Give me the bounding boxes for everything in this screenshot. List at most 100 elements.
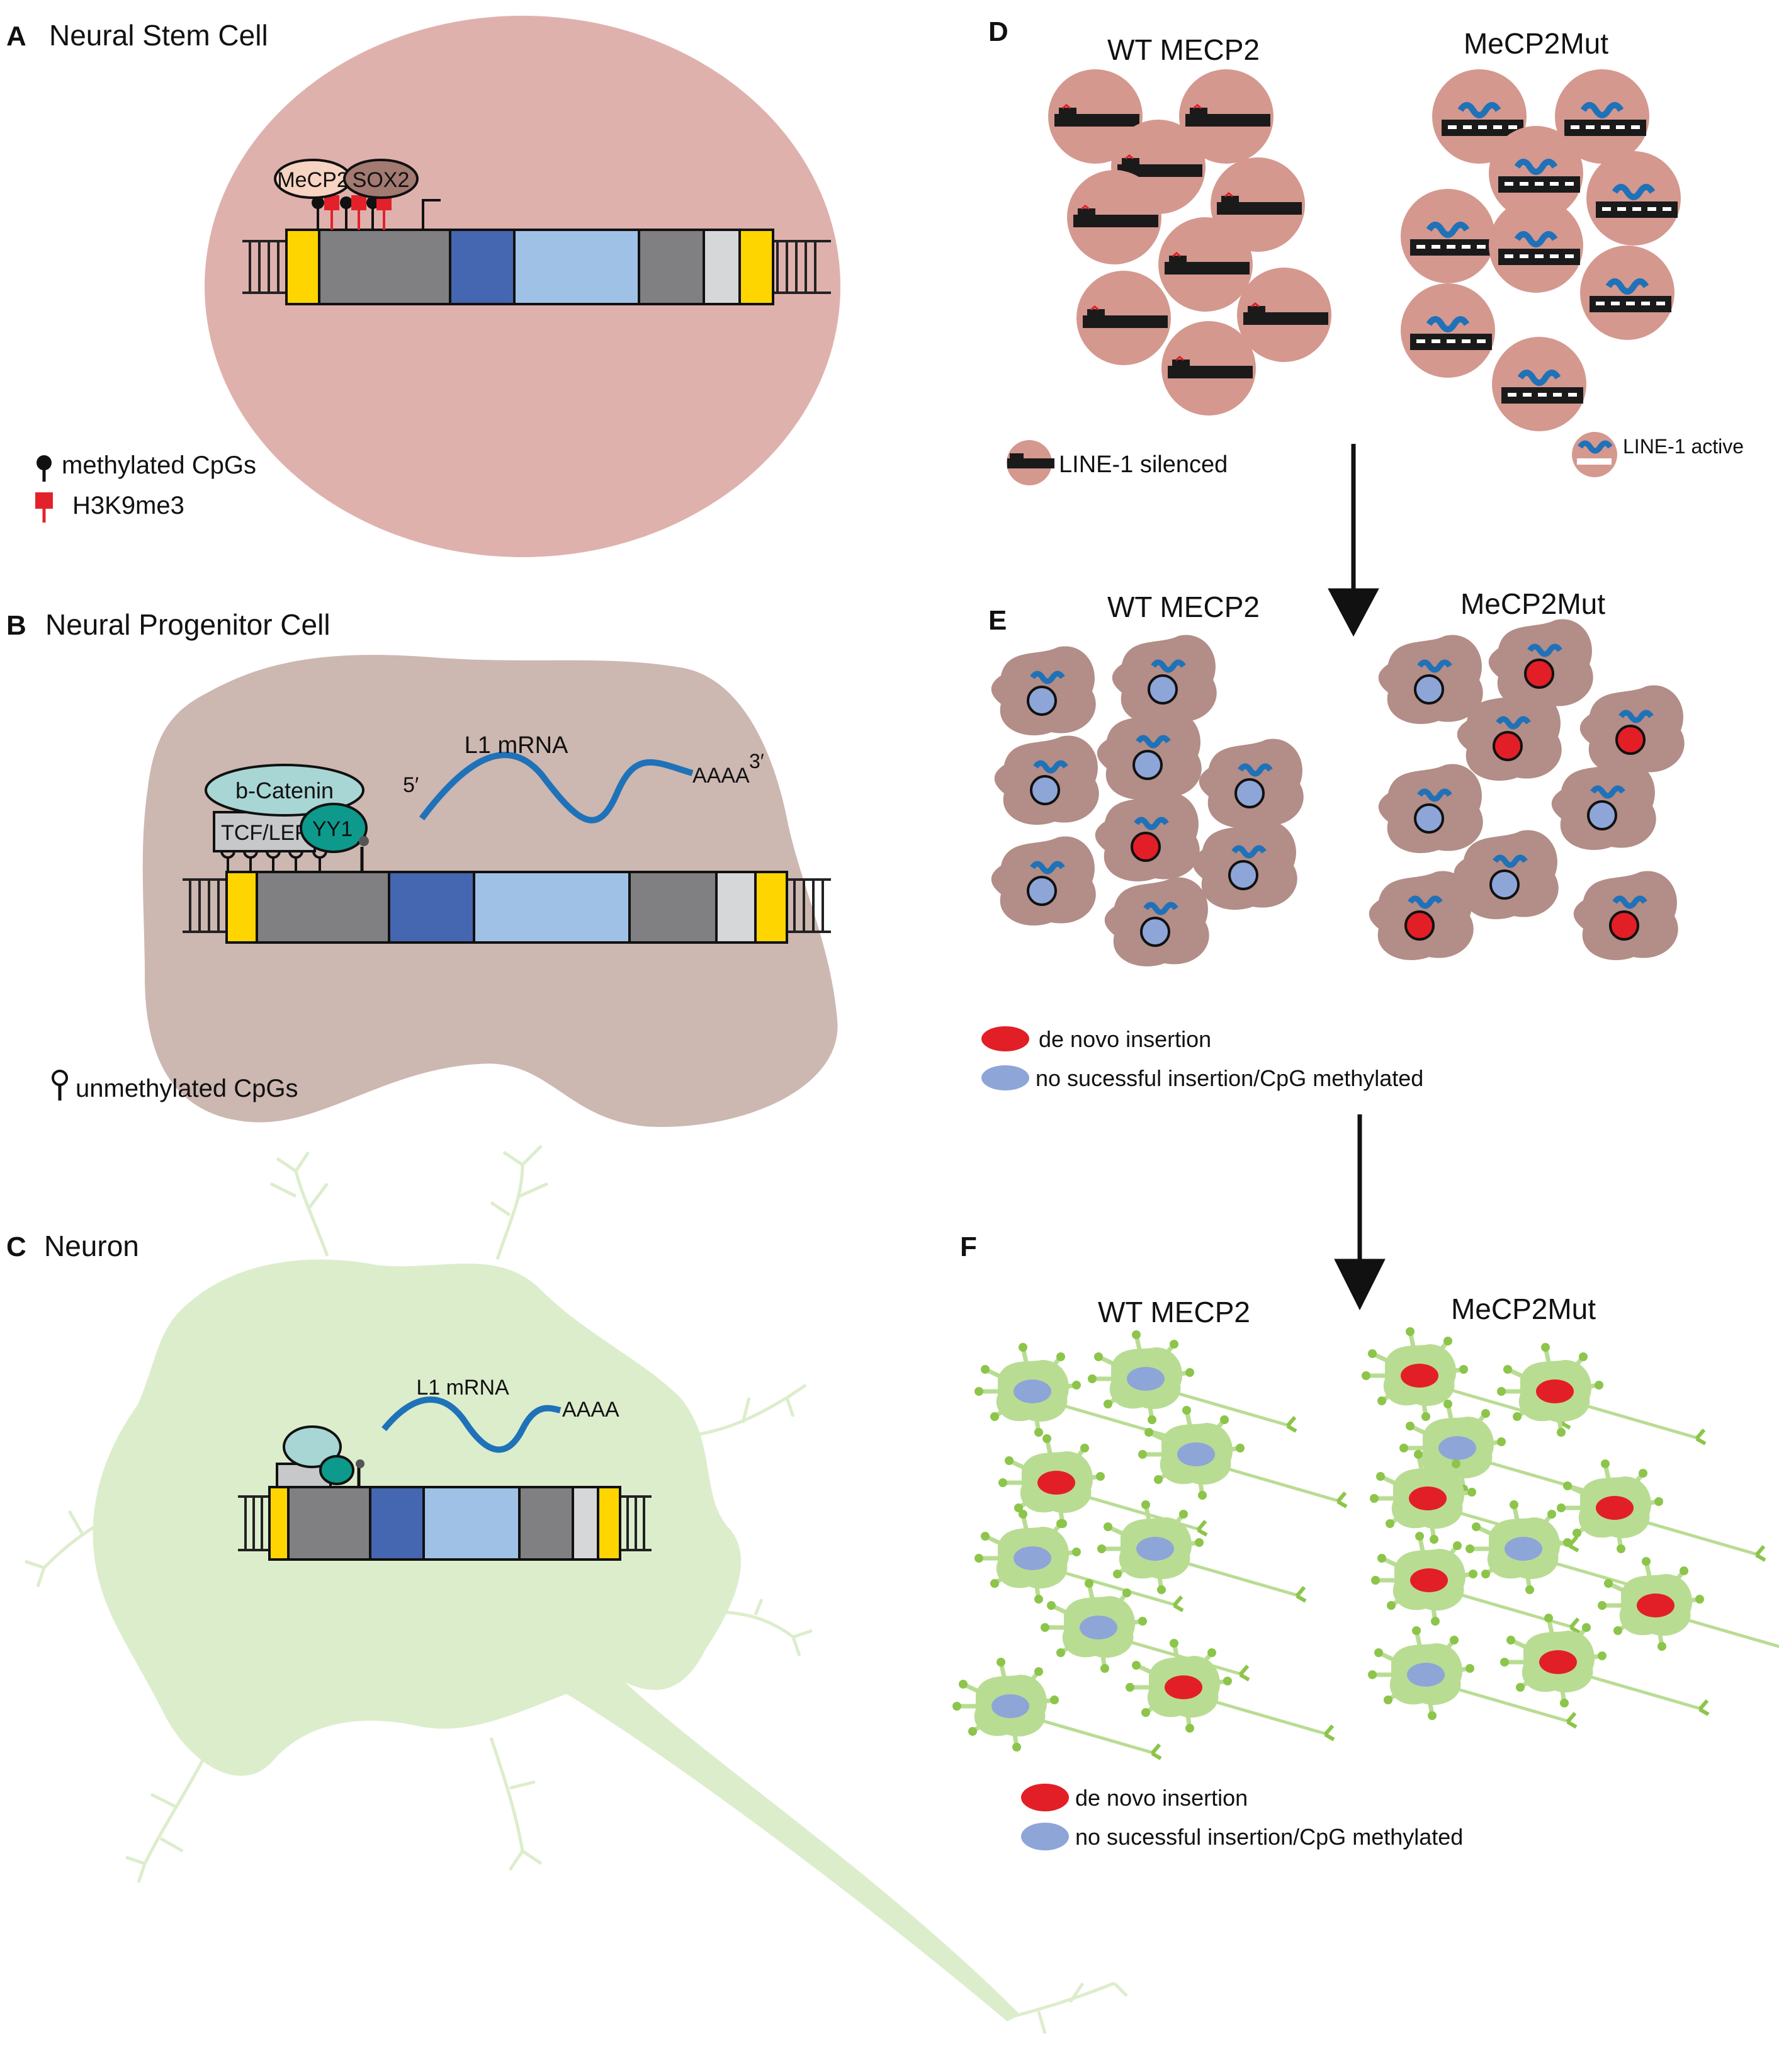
progenitor-cell-no-insertion: [1378, 764, 1483, 853]
neuron-insertion: [1598, 1557, 1779, 1651]
five-prime-label: 5′: [403, 773, 419, 797]
arrow-e-to-f-head: [1334, 1259, 1386, 1311]
silenced-nucleus: [1158, 217, 1253, 312]
silenced-nucleus: [1048, 69, 1143, 164]
active-nucleus: [1489, 126, 1583, 220]
arrow-d-to-e-head: [1328, 588, 1379, 637]
panel-d-mut-label: MeCP2Mut: [1464, 27, 1608, 60]
neuron-no-insertion: [1466, 1500, 1675, 1603]
neuron-no-insertion: [1088, 1330, 1297, 1433]
progenitor-cell-insertion: [1579, 685, 1685, 774]
panel-c-title: Neuron: [44, 1230, 139, 1262]
wt-nuclei-group: [1048, 69, 1331, 416]
panel-d-legend: LINE-1 silenced LINE-1 active: [1007, 432, 1744, 485]
panel-f-letter: F: [960, 1231, 977, 1262]
progenitor-cell-no-insertion: [1551, 761, 1656, 850]
panel-b-title: Neural Progenitor Cell: [45, 608, 330, 641]
tcf-lef-label: TCF/LEF: [221, 821, 308, 845]
neuron-insertion: [1497, 1343, 1707, 1446]
neuron-no-insertion: [1041, 1579, 1250, 1682]
neuron-no-insertion: [974, 1510, 1184, 1612]
neuron-insertion: [1371, 1532, 1581, 1634]
yy1-label: YY1: [312, 817, 353, 841]
three-prime-label: 3′: [749, 750, 764, 773]
neuron-no-insertion: [1097, 1500, 1307, 1603]
l1-mrna-label: L1 mRNA: [465, 732, 568, 759]
progenitor-cell-no-insertion: [994, 735, 1099, 825]
panel-a-title: Neural Stem Cell: [49, 19, 268, 52]
l1-mrna-label-neuron: L1 mRNA: [416, 1376, 509, 1400]
panel-b-letter: B: [6, 610, 26, 641]
sox2-label: SOX2: [353, 168, 410, 192]
panel-d-wt-label: WT MECP2: [1107, 33, 1260, 66]
legend-unmethylated-cpgs: unmethylated CpGs: [76, 1075, 298, 1102]
panel-d-letter: D: [988, 16, 1008, 47]
active-nucleus: [1492, 337, 1586, 431]
panel-e-letter: E: [988, 605, 1007, 636]
neuron-no-insertion: [1138, 1406, 1348, 1509]
panel-e: E WT MECP2 MeCP2Mut de novo insertion no…: [981, 587, 1685, 1091]
progenitor-cell-insertion: [1369, 871, 1474, 960]
yy1-protein: [300, 803, 368, 853]
no-insertion-icon-f: [1021, 1823, 1069, 1850]
progenitor-cell-no-insertion: [1199, 739, 1304, 828]
flow-arrows: [1328, 444, 1386, 1311]
progenitor-cell-no-insertion: [1378, 635, 1483, 724]
sox2-protein: [343, 159, 419, 199]
panel-f-legend: de novo insertion no sucessful insertion…: [1021, 1784, 1463, 1850]
panel-f-mut-label: MeCP2Mut: [1451, 1293, 1596, 1325]
legend-line1-silenced: LINE-1 silenced: [1059, 451, 1228, 478]
silenced-nucleus: [1237, 268, 1331, 362]
active-nucleus: [1489, 198, 1583, 293]
progenitor-cell-insertion: [1488, 619, 1593, 708]
l1-mrna-wave: [419, 752, 694, 824]
yy1-site-icon: [359, 836, 369, 846]
active-nucleus: [1401, 283, 1495, 378]
aaaa-label-c: AAAA: [562, 1398, 619, 1422]
panel-f-wt-label: WT MECP2: [1098, 1296, 1250, 1328]
progenitor-cell-no-insertion: [1097, 710, 1202, 800]
progenitor-cell-no-insertion: [991, 646, 1096, 735]
panel-e-mut-label: MeCP2Mut: [1460, 587, 1605, 620]
active-nucleus: [1401, 189, 1495, 283]
neuron-no-insertion: [1368, 1626, 1578, 1729]
line1-element-a: MeCP2 SOX2: [242, 159, 831, 305]
panel-d: D WT MECP2 MeCP2Mut LINE-1 silenced LINE…: [988, 16, 1744, 485]
progenitor-cell-insertion: [1095, 792, 1200, 881]
neuron-no-insertion: [974, 1343, 1184, 1446]
panel-a-letter: A: [6, 21, 26, 52]
neuron-insertion: [1370, 1450, 1579, 1553]
b-catenin-label: b-Catenin: [235, 778, 334, 803]
panel-a-legend: methylated CpGs H3K9me3: [35, 451, 256, 523]
progenitor-cell-no-insertion: [991, 836, 1096, 926]
active-rna-icon: [1578, 440, 1613, 454]
silenced-nucleus: [1179, 69, 1274, 164]
silenced-nucleus: [1067, 170, 1161, 264]
progenitor-cell-no-insertion: [1104, 877, 1209, 966]
legend-de-novo-f: de novo insertion: [1075, 1785, 1248, 1811]
progenitor-cell-insertion: [1573, 871, 1678, 960]
neuron-no-insertion: [1399, 1400, 1609, 1502]
mecp2-label: MeCP2: [277, 168, 348, 192]
active-nucleus: [1555, 69, 1649, 164]
de-novo-insertion-icon-f: [1021, 1784, 1069, 1811]
l1-mrna-wave-neuron: [381, 1396, 562, 1453]
active-line1-icon: [1577, 458, 1612, 465]
neuron-silhouette: [25, 1145, 1128, 2034]
legend-methylated-cpgs: methylated CpGs: [62, 451, 256, 479]
methylated-cpg-icon: [37, 455, 52, 470]
silenced-nucleus: [1076, 271, 1171, 365]
aaaa-label-b: AAAA: [692, 764, 750, 788]
panel-f: F WT MECP2 MeCP2Mut de novo insertion no…: [952, 1231, 1779, 1850]
legend-de-novo-e: de novo insertion: [1039, 1026, 1211, 1052]
line1-element-c: [238, 1425, 652, 1561]
panel-c: C Neuron: [6, 1145, 1128, 2034]
legend-no-insertion-f: no sucessful insertion/CpG methylated: [1075, 1824, 1463, 1850]
legend-h3k9me3: H3K9me3: [72, 492, 184, 519]
progenitor-cell-no-insertion: [1112, 635, 1217, 724]
panel-e-wt-label: WT MECP2: [1107, 591, 1260, 623]
progenitor-cell-insertion: [1457, 691, 1562, 781]
mut-nuclei-group: [1401, 69, 1681, 431]
legend-no-insertion-e: no sucessful insertion/CpG methylated: [1036, 1065, 1423, 1091]
